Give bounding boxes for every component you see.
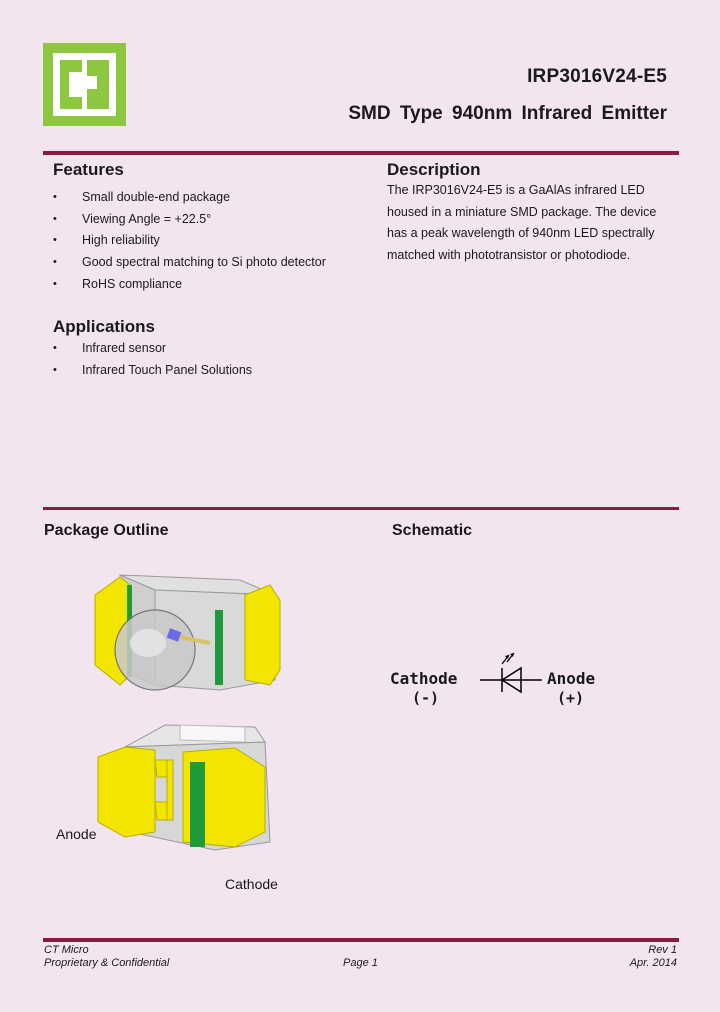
- list-item: Infrared sensor: [53, 338, 363, 360]
- mid-divider: [43, 507, 679, 510]
- schematic-cathode-sign: (-): [412, 689, 440, 707]
- schematic-anode-label: Anode: [547, 669, 596, 688]
- package-top-view-image: [90, 555, 290, 700]
- footer-page-number: Page 1: [343, 957, 378, 969]
- footer-date: Apr. 2014: [629, 957, 677, 969]
- top-divider: [43, 151, 679, 155]
- anode-label: Anode: [56, 826, 97, 842]
- description-text: The IRP3016V24-E5 is a GaAlAs infrared L…: [387, 180, 687, 267]
- footer-divider: [43, 938, 679, 942]
- description-line: The IRP3016V24-E5 is a GaAlAs infrared L…: [387, 183, 645, 197]
- list-item: Small double-end package: [53, 187, 363, 209]
- company-logo: [43, 43, 126, 126]
- part-number-title: IRP3016V24-E5: [527, 66, 667, 87]
- footer-company: CT Micro: [44, 944, 89, 956]
- package-bottom-view-image: [95, 722, 280, 852]
- led-diode-symbol-icon: [480, 650, 542, 695]
- applications-heading: Applications: [53, 317, 156, 336]
- description-heading: Description: [387, 160, 481, 179]
- features-heading: Features: [53, 160, 124, 179]
- logo-mark-icon: [53, 53, 116, 116]
- list-item: Viewing Angle = +22.5°: [53, 209, 363, 231]
- features-list: Small double-end package Viewing Angle =…: [53, 187, 363, 295]
- list-item: Good spectral matching to Si photo detec…: [53, 252, 363, 274]
- footer-revision: Rev 1: [648, 944, 677, 956]
- description-line: matched with phototransistor or photodio…: [387, 248, 631, 263]
- list-item: Infrared Touch Panel Solutions: [53, 360, 363, 382]
- applications-list: Infrared sensor Infrared Touch Panel Sol…: [53, 338, 363, 381]
- package-outline-heading: Package Outline: [44, 522, 169, 539]
- description-line: has a peak wavelength of 940nm LED spect…: [387, 226, 655, 241]
- list-item: RoHS compliance: [53, 274, 363, 296]
- footer-confidential: Proprietary & Confidential: [44, 957, 170, 969]
- list-item: High reliability: [53, 230, 363, 252]
- schematic-anode-sign: (+): [557, 689, 585, 707]
- schematic-heading: Schematic: [392, 522, 473, 539]
- cathode-label: Cathode: [225, 876, 278, 892]
- description-line: housed in a miniature SMD package. The d…: [387, 204, 657, 219]
- product-subtitle: SMD Type 940nm Infrared Emitter: [348, 103, 667, 124]
- schematic-cathode-label: Cathode: [390, 669, 458, 688]
